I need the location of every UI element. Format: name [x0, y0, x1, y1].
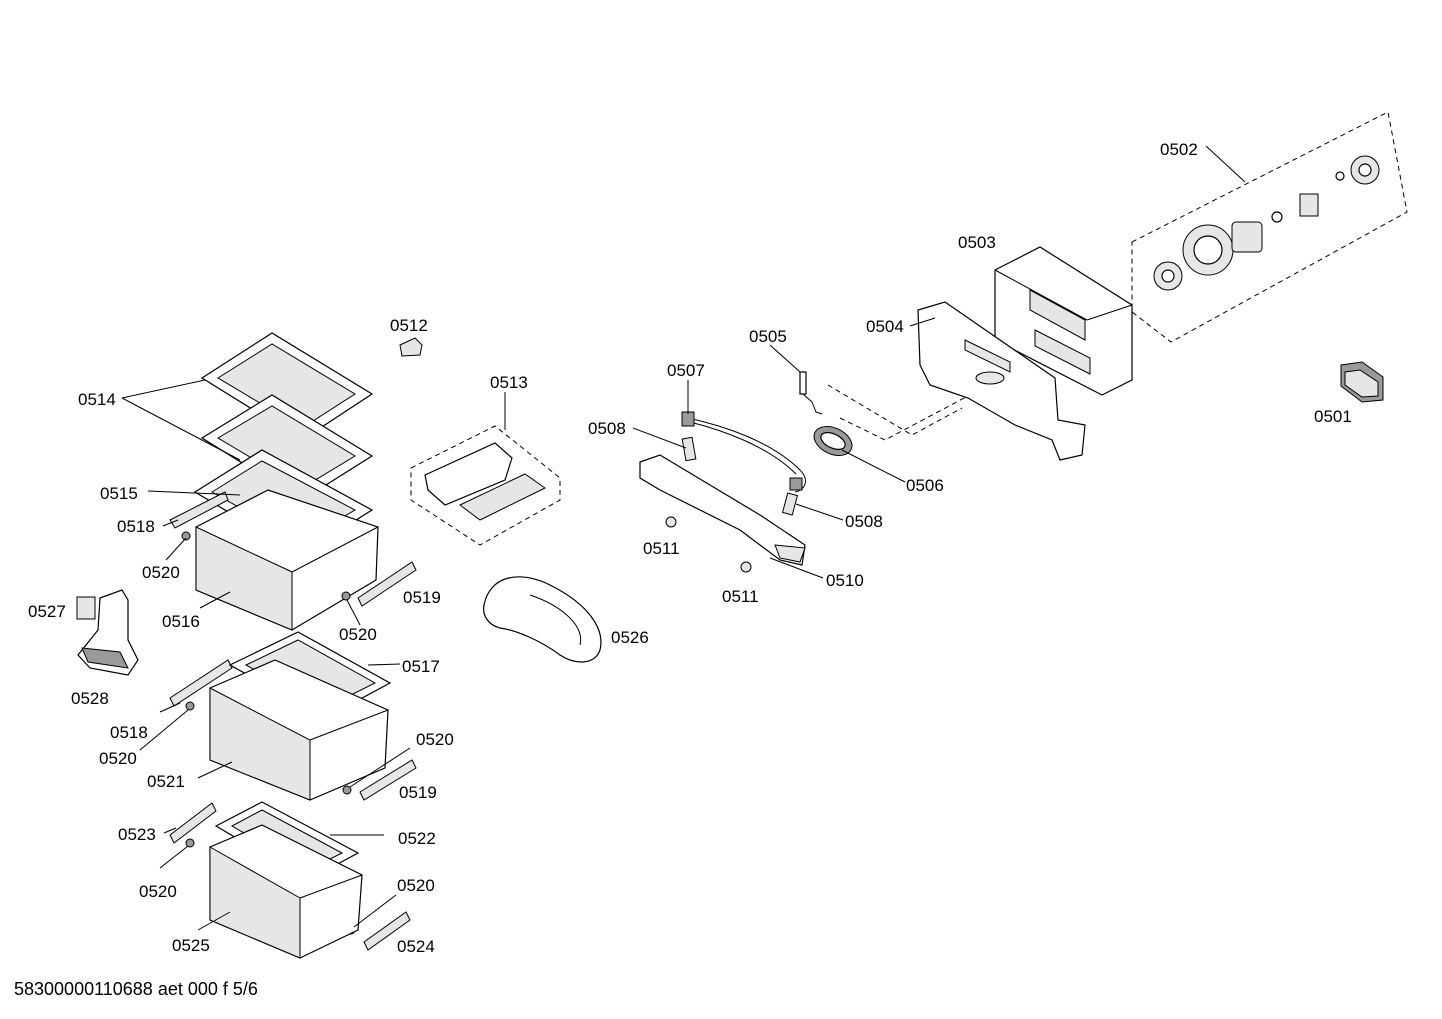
label-0516: 0516	[162, 612, 200, 631]
egg-tray-group	[410, 425, 561, 546]
label-0520-a: 0520	[142, 563, 180, 582]
label-0518-middle: 0518	[110, 723, 148, 742]
drawer-lower	[209, 824, 363, 959]
label-0510: 0510	[826, 571, 864, 590]
label-0526: 0526	[611, 628, 649, 647]
label-0505: 0505	[749, 327, 787, 346]
label-0502: 0502	[1160, 140, 1198, 159]
label-0518-top: 0518	[117, 517, 155, 536]
cover-plate	[917, 301, 1086, 461]
label-0511-left: 0511	[643, 539, 680, 558]
label-0507: 0507	[667, 361, 705, 380]
label-0523: 0523	[118, 825, 156, 844]
label-0520-b: 0520	[339, 625, 377, 644]
wiring-harness	[681, 411, 806, 493]
label-0515: 0515	[100, 484, 138, 503]
label-0513: 0513	[490, 373, 528, 392]
label-0519-top: 0519	[403, 588, 441, 607]
label-0517: 0517	[402, 657, 440, 676]
label-0521: 0521	[147, 772, 185, 791]
label-0522: 0522	[398, 829, 436, 848]
label-0520-c: 0520	[99, 749, 137, 768]
label-0520-f: 0520	[397, 876, 435, 895]
label-0501: 0501	[1314, 407, 1352, 426]
drawer-upper	[195, 489, 379, 631]
label-0527: 0527	[28, 602, 66, 621]
label-0508-right: 0508	[845, 512, 883, 531]
label-0528: 0528	[71, 689, 109, 708]
document-id: 58300000110688 aet 000 f 5/6	[14, 979, 258, 999]
label-0524: 0524	[397, 937, 435, 956]
part-labels: 0501 0502 0503 0504 0505 0506 0507 0508 …	[28, 140, 1352, 956]
fan-assembly-group	[1131, 111, 1408, 343]
label-0503: 0503	[958, 233, 996, 252]
control-module	[1340, 361, 1384, 403]
fan-housing	[994, 246, 1133, 396]
wire-part	[799, 371, 823, 415]
label-0514: 0514	[78, 390, 116, 409]
lamp-holder	[639, 454, 806, 566]
label-0512: 0512	[390, 316, 428, 335]
drawer-middle	[209, 659, 389, 801]
label-0508-left: 0508	[588, 419, 626, 438]
label-0520-d: 0520	[416, 730, 454, 749]
label-0511-right: 0511	[722, 587, 759, 606]
filter-housing	[77, 589, 139, 676]
label-0519-middle: 0519	[399, 783, 437, 802]
lamp-cover	[813, 425, 853, 457]
label-0506: 0506	[906, 476, 944, 495]
leader-lines	[121, 145, 1246, 931]
label-0520-e: 0520	[139, 882, 177, 901]
label-0504: 0504	[866, 317, 904, 336]
label-0525: 0525	[172, 936, 210, 955]
